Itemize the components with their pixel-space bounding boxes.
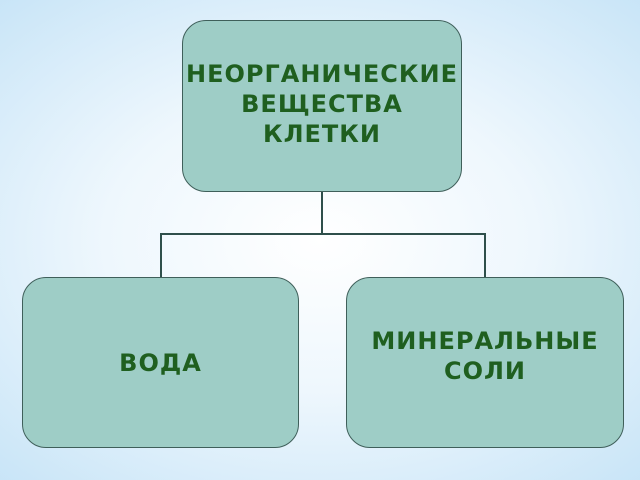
- child-node-mineral-salts-label: МИНЕРАЛЬНЫЕ СОЛИ: [371, 326, 598, 386]
- child-node-mineral-salts: МИНЕРАЛЬНЫЕ СОЛИ: [346, 277, 624, 448]
- salts-label-line-2: СОЛИ: [443, 356, 527, 385]
- root-label-line-3: КЛЕТКИ: [262, 120, 382, 148]
- water-label-line-1: ВОДА: [119, 348, 202, 377]
- child-node-water: ВОДА: [22, 277, 299, 448]
- salts-label-line-1: МИНЕРАЛЬНЫЕ: [371, 326, 599, 355]
- root-label-line-1: НЕОРГАНИЧЕСКИЕ: [185, 60, 458, 88]
- connector-left-branch: [160, 233, 162, 277]
- connector-right-branch: [484, 233, 486, 277]
- root-node: НЕОРГАНИЧЕСКИЕ ВЕЩЕСТВА КЛЕТКИ: [182, 20, 462, 192]
- root-node-label: НЕОРГАНИЧЕСКИЕ ВЕЩЕСТВА КЛЕТКИ: [163, 59, 481, 149]
- connector-root-stem: [321, 192, 323, 234]
- connector-horizontal-bar: [160, 233, 486, 235]
- root-label-line-2: ВЕЩЕСТВА: [241, 90, 403, 118]
- child-node-water-label: ВОДА: [119, 348, 202, 378]
